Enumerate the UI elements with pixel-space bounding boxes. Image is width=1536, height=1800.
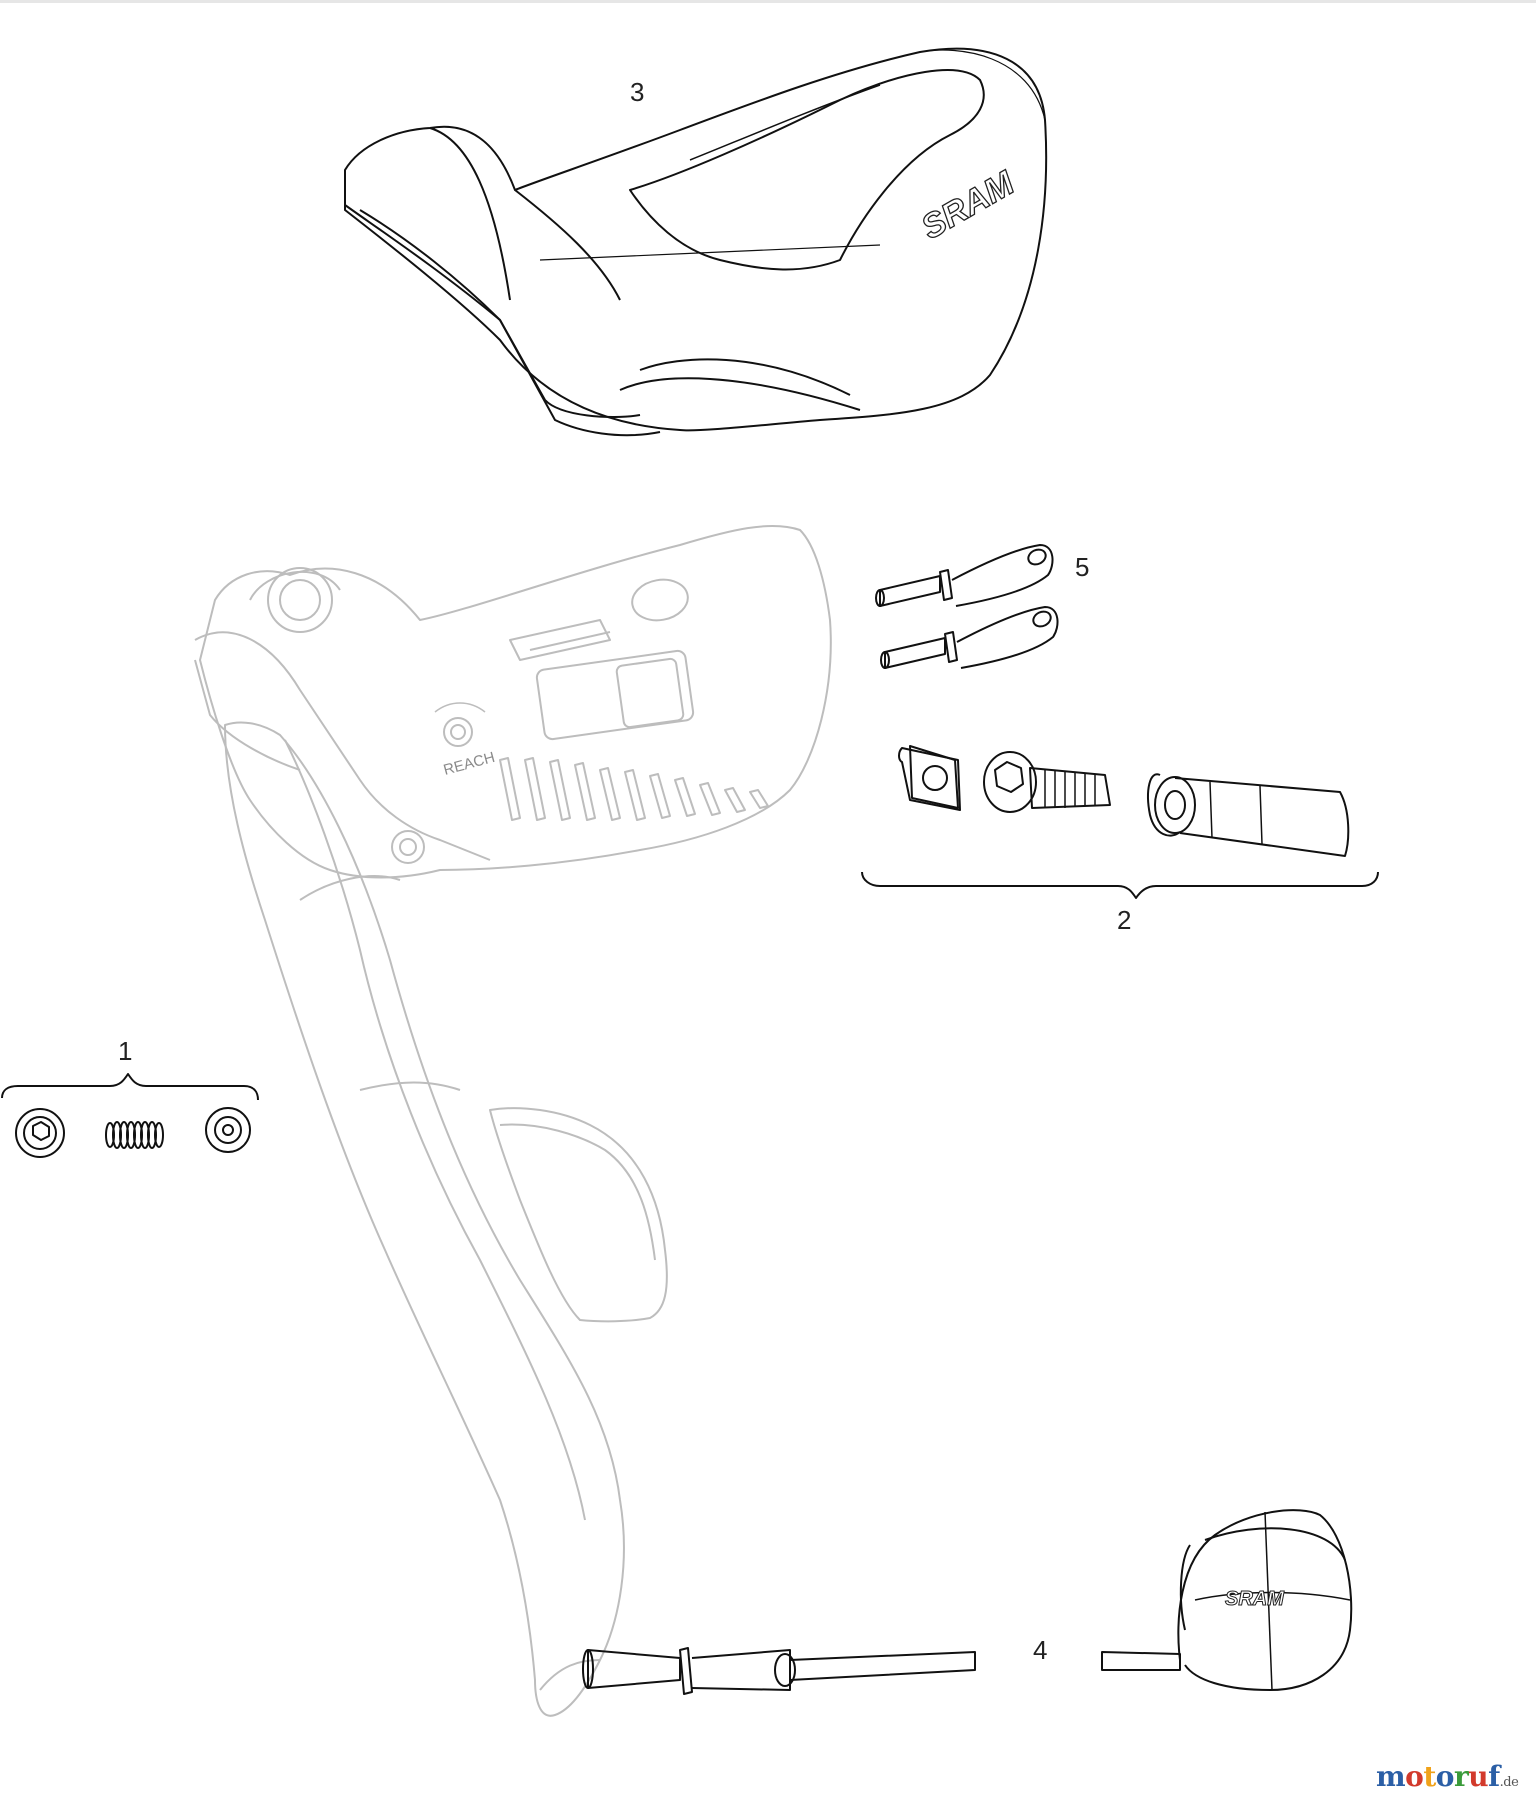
pin-b <box>880 606 1059 669</box>
watermark-letter: m <box>1376 1760 1406 1793</box>
part-label-4: 4 <box>1033 1635 1048 1665</box>
part-label-3: 3 <box>630 77 645 107</box>
part-label-1: 1 <box>118 1036 133 1066</box>
part-label-5: 5 <box>1075 552 1090 582</box>
part-1-spring <box>105 1121 164 1149</box>
bleed-port-fitting <box>582 1647 976 1695</box>
watermark-tld: .de <box>1499 1775 1519 1790</box>
part-1-bracket <box>1 1073 259 1101</box>
watermark-letter: r <box>1453 1760 1469 1793</box>
part-label-2: 2 <box>1117 905 1132 935</box>
bleed-cap-brand-logo: SRAM <box>1225 1588 1285 1610</box>
watermark-letter: f <box>1488 1760 1500 1793</box>
part-3-hood <box>344 47 1048 437</box>
part-4-bleed-parts <box>582 1509 1353 1695</box>
part-2-clamp <box>861 745 1379 899</box>
clamp-washer <box>898 745 961 811</box>
watermark-letter: t <box>1423 1760 1436 1793</box>
part-1-nut <box>205 1107 251 1153</box>
reach-label: REACH <box>442 749 497 779</box>
clamp-nut <box>1147 773 1350 857</box>
part-2-bracket <box>861 871 1379 899</box>
watermark-letter: o <box>1405 1760 1424 1793</box>
hood-brand-logo: SRAM <box>915 164 1021 247</box>
lever-body <box>194 525 832 1717</box>
clamp-bolt <box>983 751 1111 813</box>
part-5-pins <box>875 544 1059 669</box>
top-edge-line <box>0 0 1536 3</box>
pin-a <box>875 544 1054 607</box>
watermark: motoruf.de <box>1376 1760 1519 1793</box>
watermark-letter: o <box>1435 1760 1455 1793</box>
part-1-screw-head <box>15 1108 65 1158</box>
bleed-cap <box>1101 1509 1353 1691</box>
watermark-letter: u <box>1468 1760 1489 1793</box>
part-1-small-parts <box>1 1073 259 1158</box>
